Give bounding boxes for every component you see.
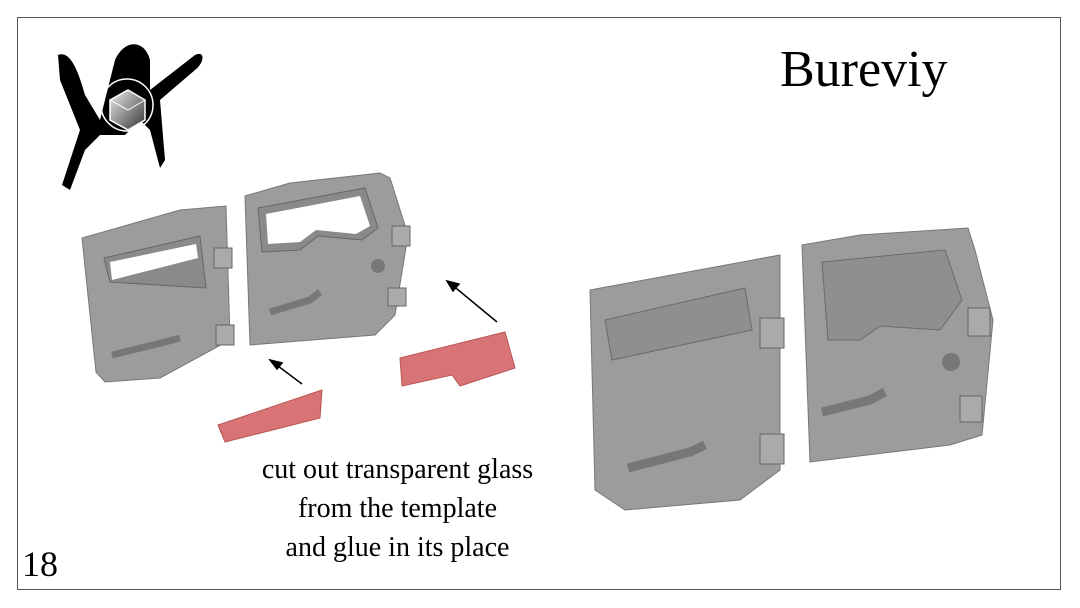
instruction-text: cut out transparent glass from the templ…: [220, 450, 575, 567]
instruction-line: and glue in its place: [285, 532, 510, 563]
instruction-line: from the template: [297, 493, 498, 524]
arrows: [268, 279, 498, 385]
page-title: Bureviy: [780, 41, 948, 98]
page-frame: [17, 17, 1061, 590]
logo-icon: [58, 44, 203, 190]
glass-template-pieces: [217, 331, 516, 443]
page-number: 18: [22, 544, 58, 584]
large-door-right: [801, 227, 994, 463]
large-door-left: [589, 254, 785, 511]
small-door-left: [81, 205, 235, 383]
small-door-right: [244, 172, 411, 346]
instruction-line: cut out transparent glass: [261, 454, 534, 485]
